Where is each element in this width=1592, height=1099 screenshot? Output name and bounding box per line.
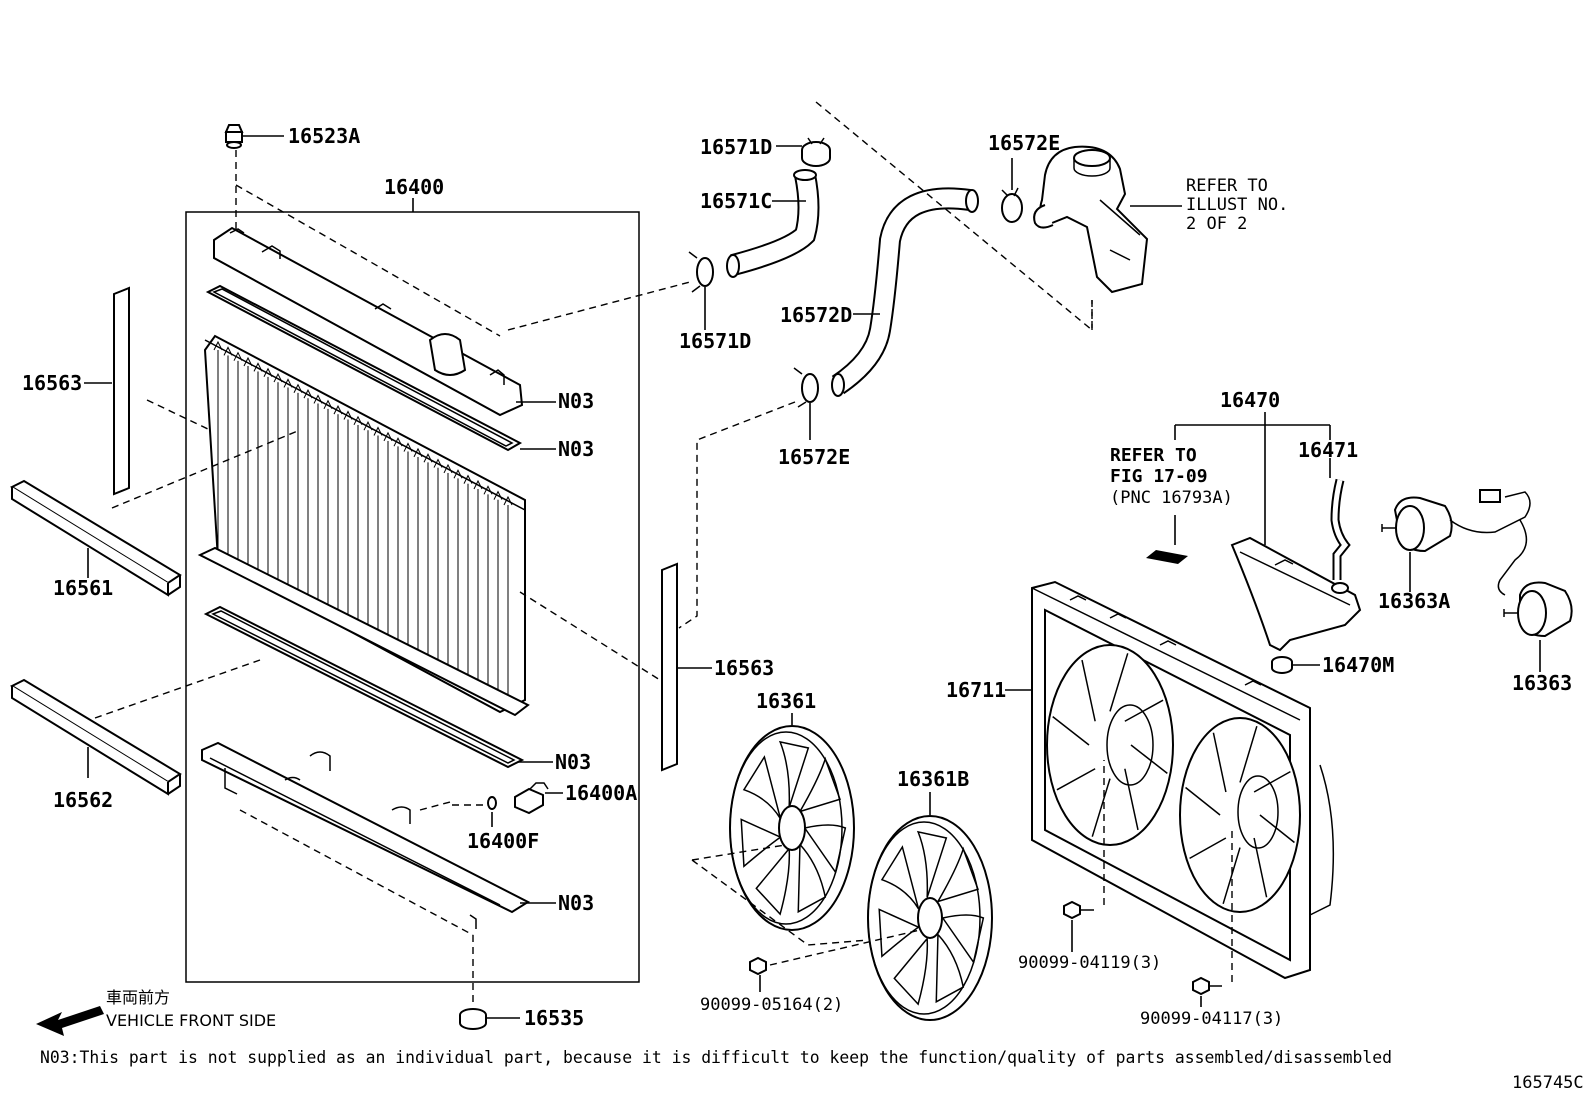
- label-bolt-05164: 90099-05164(2): [700, 995, 843, 1015]
- radiator-upper-hose: [726, 169, 820, 278]
- label-n03-upper-tank: N03: [558, 389, 594, 413]
- radiator-side-seal-left: [84, 286, 301, 509]
- vehicle-front-english: VEHICLE FRONT SIDE: [106, 1011, 276, 1030]
- label-16470: 16470: [1220, 388, 1280, 412]
- fan-motor-b: [1503, 581, 1573, 672]
- label-16572E-bottom: 16572E: [778, 445, 850, 469]
- label-16561: 16561: [53, 576, 113, 600]
- label-bolt-04117: 90099-04117(3): [1140, 1009, 1283, 1029]
- fan-motor-a: [1381, 489, 1531, 596]
- refer-fig-line1: REFER TO: [1110, 445, 1197, 466]
- label-16400F: 16400F: [467, 829, 539, 853]
- radiator-lower-plug: [239, 809, 520, 1030]
- radiator-lower-tank: [201, 741, 531, 929]
- label-16571C: 16571C: [700, 189, 772, 213]
- radiator-core: [197, 334, 530, 717]
- figure-id: 165745C: [1512, 1073, 1584, 1093]
- radiator-upper-gasket: [205, 284, 523, 452]
- label-16363: 16363: [1512, 671, 1572, 695]
- hose-clamp-lower-engine: [1001, 158, 1023, 223]
- label-16400A: 16400A: [565, 781, 637, 805]
- radiator-lower-gasket: [203, 605, 525, 769]
- shroud-bolt-04117: [1192, 830, 1233, 1007]
- reservoir-grommet: [1271, 656, 1320, 674]
- label-n03-lower-tank: N03: [558, 891, 594, 915]
- fan-shroud: [1005, 580, 1335, 980]
- reservoir-overflow-hose: [1329, 458, 1351, 580]
- radiator-upper-tank: [213, 184, 524, 417]
- radiator-drain-cock: [419, 782, 563, 827]
- hose-clamp-upper-bottom: [507, 251, 714, 331]
- refer-fig-line3: (PNC 16793A): [1110, 488, 1233, 508]
- label-16361B: 16361B: [897, 767, 969, 791]
- label-16363A: 16363A: [1378, 589, 1450, 613]
- refer-fig-line2: FIG 17-09: [1110, 466, 1208, 487]
- radiator-lower-hose: [831, 187, 979, 397]
- radiator-upper-seal: [9, 479, 182, 597]
- refer-illust-line2: ILLUST NO.: [1186, 195, 1288, 215]
- label-16563-left: 16563: [22, 371, 82, 395]
- label-16470M: 16470M: [1322, 653, 1394, 677]
- label-16471: 16471: [1298, 438, 1358, 462]
- refer-illust-line1: REFER TO: [1186, 176, 1268, 196]
- coolant-reservoir-tank: [1230, 536, 1362, 652]
- label-16572E-top: 16572E: [988, 131, 1060, 155]
- label-16361: 16361: [756, 689, 816, 713]
- radiator-side-seal-right: [519, 562, 712, 772]
- hose-clamp-lower-radiator: [678, 367, 819, 629]
- vehicle-front-japanese: 車両前方: [106, 988, 170, 1007]
- shroud-bolt-04119: [1063, 760, 1105, 952]
- label-n03-lower-gasket: N03: [555, 750, 591, 774]
- fan-nut-05164: [749, 929, 921, 992]
- radiator-lower-seal: [9, 659, 261, 796]
- label-bolt-04119: 90099-04119(3): [1018, 953, 1161, 973]
- refer-illust-line3: 2 OF 2: [1186, 214, 1247, 234]
- label-16535: 16535: [524, 1006, 584, 1030]
- label-16563-right: 16563: [714, 656, 774, 680]
- footnote-n03: N03:This part is not supplied as an indi…: [40, 1048, 1392, 1068]
- label-n03-upper-gasket: N03: [558, 437, 594, 461]
- label-16571D-top: 16571D: [700, 135, 772, 159]
- radiator-assembly-frame: [185, 198, 640, 983]
- reservoir-bracket-leader: [1146, 412, 1331, 564]
- hose-clamp-upper-top: [776, 137, 831, 167]
- radiator-cap-bolt: [224, 124, 284, 235]
- cooling-fan-16361B: [867, 792, 993, 1021]
- label-16523A: 16523A: [288, 124, 360, 148]
- label-16572D: 16572D: [780, 303, 852, 327]
- vehicle-front-arrow-icon: [36, 1006, 104, 1036]
- label-16562: 16562: [53, 788, 113, 812]
- cooling-fan-16361: [729, 713, 855, 931]
- label-16400: 16400: [384, 175, 444, 199]
- label-16571D-bottom: 16571D: [679, 329, 751, 353]
- label-16711: 16711: [946, 678, 1006, 702]
- water-outlet-housing: [1033, 145, 1182, 294]
